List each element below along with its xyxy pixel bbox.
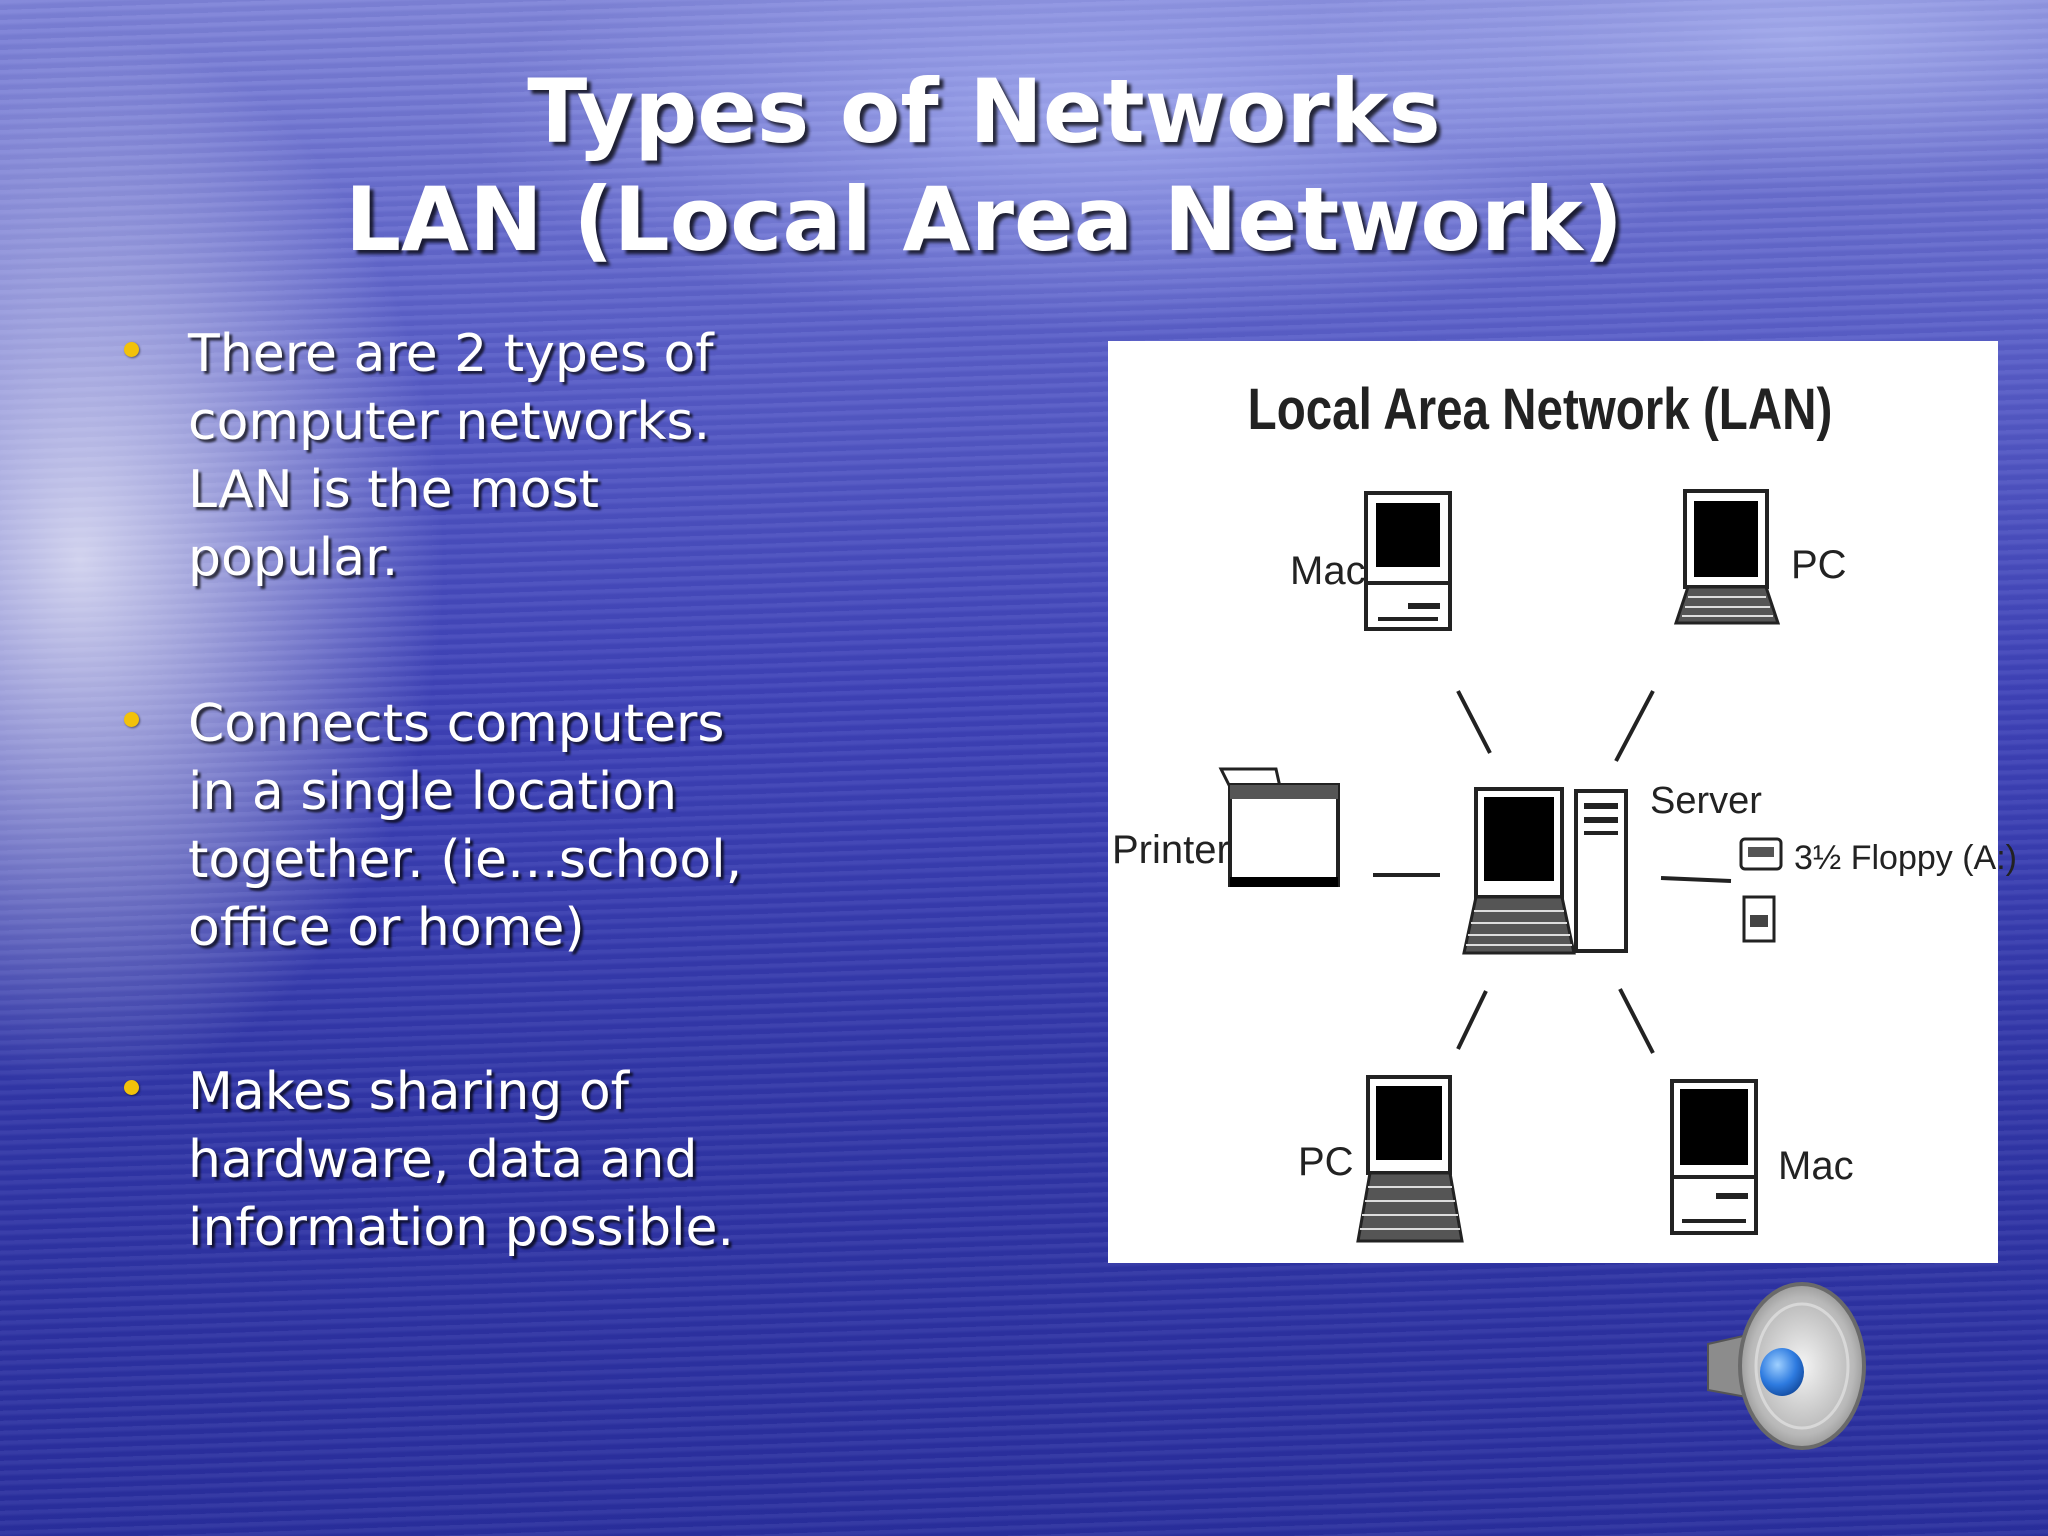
connection-lines (1373, 690, 1732, 1054)
title-line-1: Types of Networks (527, 60, 1441, 163)
speaker-icon[interactable] (1690, 1278, 1870, 1454)
bullet-text: Makes sharing of hardware, data and info… (188, 1062, 735, 1258)
mac-computer-icon (1670, 1079, 1758, 1235)
label-server: Server (1650, 780, 1762, 822)
lan-diagram: Local Area Network (LAN) Mac (1108, 341, 2017, 1263)
label-mac-top: Mac (1290, 549, 1366, 593)
slide-title: Types of Networks LAN (Local Area Networ… (0, 58, 1968, 274)
bullet-dot-icon (124, 342, 139, 357)
bullet-text: There are 2 types of computer networks. … (188, 324, 714, 588)
bullet-text: Connects computers in a single location … (188, 694, 743, 958)
title-line-2: LAN (Local Area Network) (344, 168, 1624, 271)
label-pc-top: PC (1791, 543, 1847, 587)
diagram-title: Local Area Network (LAN) (1248, 378, 1833, 443)
bullet-dot-icon (124, 712, 139, 727)
pc-computer-icon (1673, 489, 1781, 625)
floppy-disk-icon (1739, 837, 1783, 943)
label-pc-bottom: PC (1298, 1140, 1354, 1184)
label-printer: Printer (1112, 828, 1230, 872)
pc-computer-icon (1356, 1075, 1464, 1243)
label-floppy: 3½ Floppy (A:) (1794, 839, 2017, 877)
printer-icon (1218, 767, 1340, 887)
mac-computer-icon (1364, 491, 1452, 631)
bullet-dot-icon (124, 1080, 139, 1095)
server-computer-icon (1462, 787, 1628, 955)
label-mac-bottom: Mac (1778, 1144, 1854, 1188)
